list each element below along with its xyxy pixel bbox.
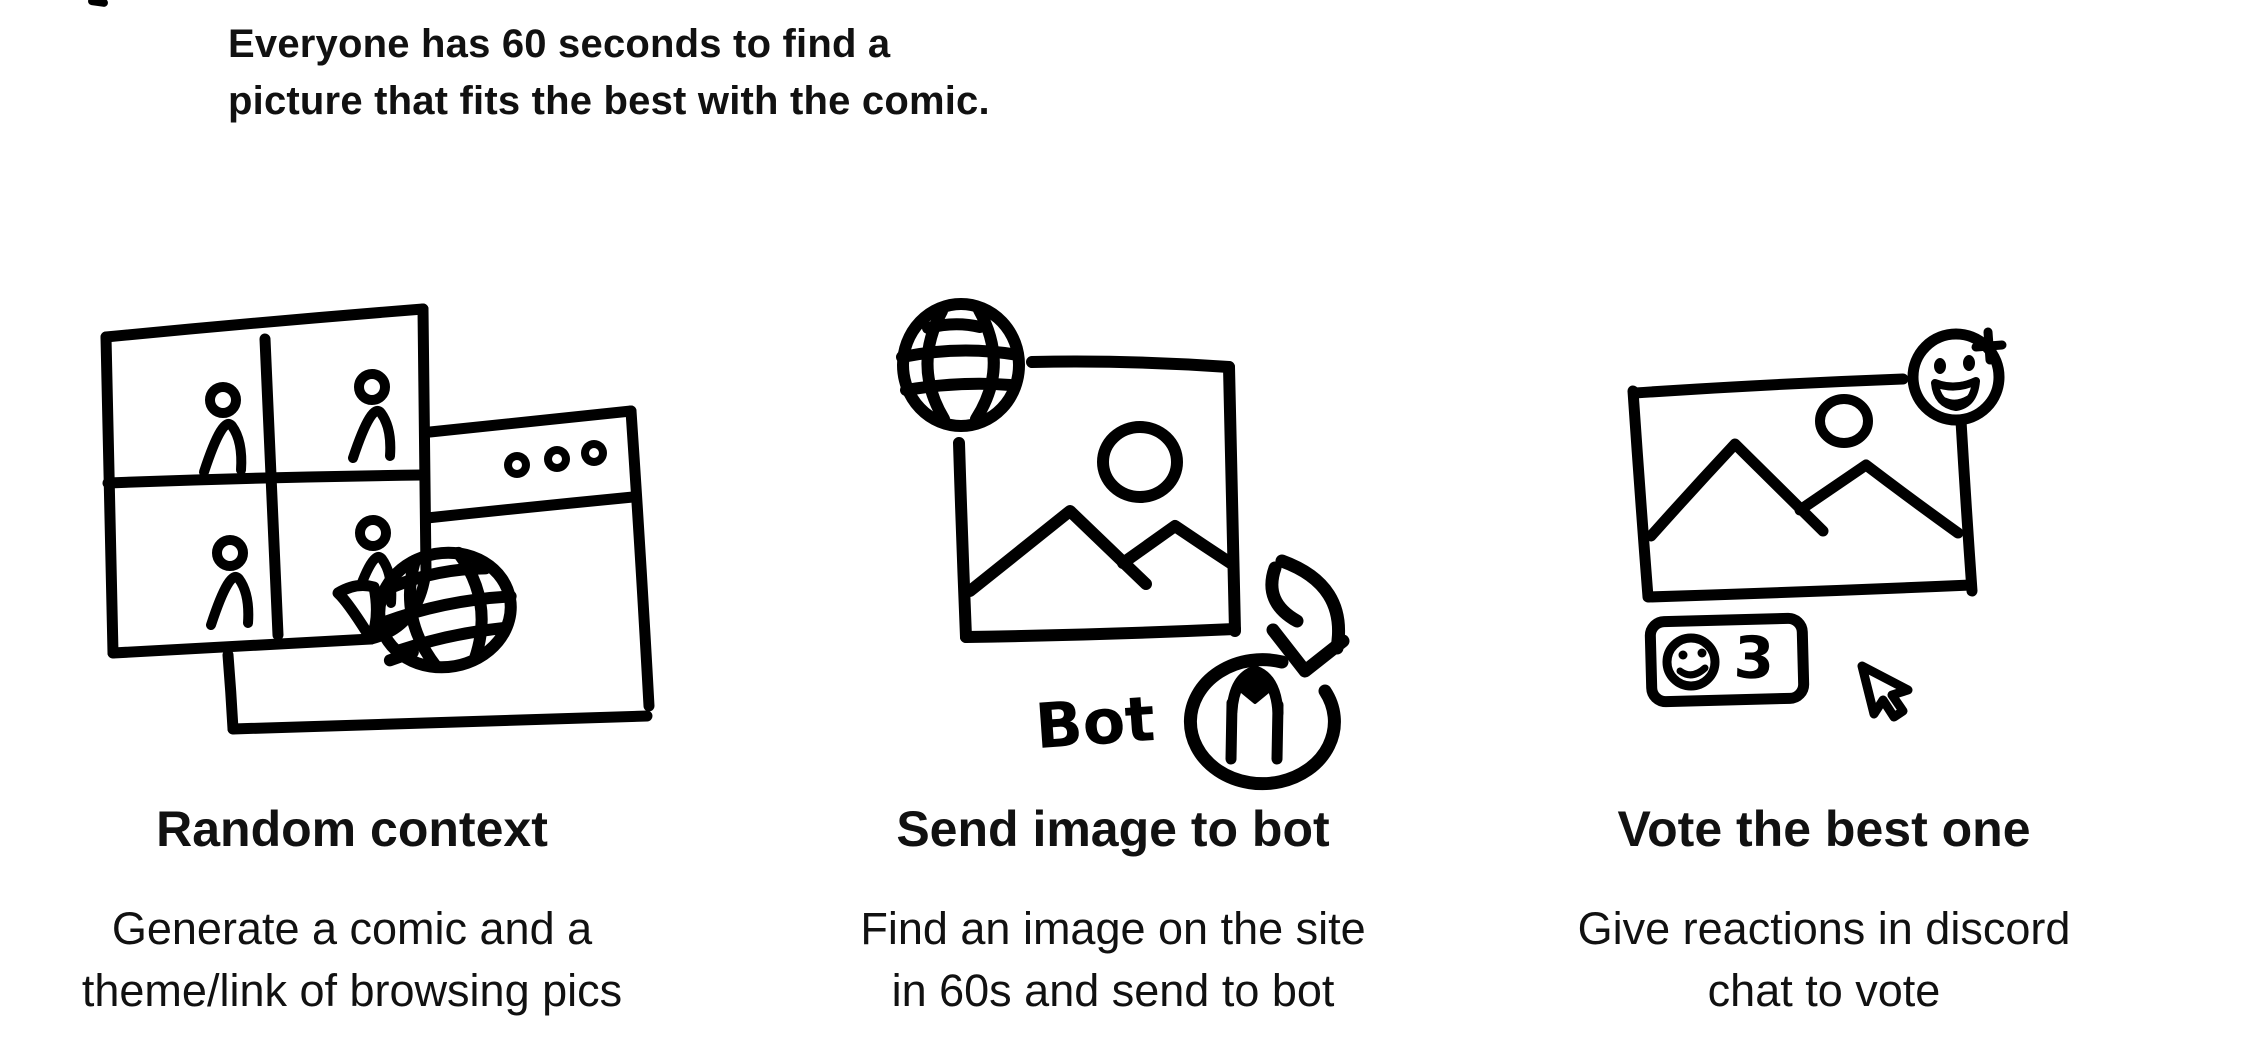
reaction-pill-icon: [1644, 612, 1810, 708]
random-context-illustration: [100, 303, 655, 735]
browser-window-icon: [222, 405, 655, 735]
intro-text: Everyone has 60 seconds to find a pictur…: [228, 16, 990, 130]
desc-line: in 60s and send to bot: [891, 965, 1335, 1016]
globe-icon: [373, 546, 517, 674]
curved-arrow-icon: [1265, 554, 1350, 678]
add-reaction-icon: [1907, 327, 2007, 426]
sun-icon: [1097, 421, 1183, 503]
step-title-random-context: Random context: [156, 801, 548, 857]
mountain-icon: [1794, 459, 1964, 539]
cursor-pointer-icon: [1857, 661, 1913, 722]
window-dots-icon: [504, 440, 607, 478]
bot-label: Bot: [1032, 681, 1158, 764]
step-desc-vote: Give reactions in discord chat to vote: [1504, 898, 2144, 1022]
step-desc-random-context: Generate a comic and a theme/link of bro…: [32, 898, 672, 1022]
smiley-icon: [1662, 633, 1720, 691]
mountain-icon: [964, 505, 1152, 597]
mountain-icon: [1117, 520, 1238, 570]
intro-line-1: Everyone has 60 seconds to find a: [228, 22, 891, 66]
image-placeholder-icon: [1627, 373, 1978, 603]
desc-line: theme/link of browsing pics: [81, 965, 623, 1016]
send-image-illustration: [896, 298, 1350, 791]
stick-figure-icon: [199, 369, 397, 630]
desc-line: Give reactions in discord: [1577, 903, 2071, 954]
reaction-count: 3: [1732, 623, 1776, 693]
globe-icon: [896, 298, 1025, 432]
step-desc-send-image: Find an image on the site in 60s and sen…: [793, 898, 1433, 1022]
comic-grid-icon: [100, 303, 432, 659]
bot-avatar-icon: [1183, 653, 1341, 791]
desc-line: Find an image on the site: [860, 903, 1366, 954]
desc-line: chat to vote: [1707, 965, 1941, 1016]
step-title-send-image: Send image to bot: [896, 801, 1330, 857]
plus-icon: [1971, 327, 2007, 365]
step-title-vote: Vote the best one: [1617, 801, 2031, 857]
desc-line: Generate a comic and a: [111, 903, 593, 954]
mountain-icon: [1645, 438, 1829, 542]
image-placeholder-icon: [953, 355, 1241, 643]
stray-mark: [87, 0, 109, 8]
sun-icon: [1815, 394, 1873, 448]
vote-illustration: [1627, 327, 2007, 722]
intro-line-2: picture that fits the best with the comi…: [228, 79, 990, 123]
